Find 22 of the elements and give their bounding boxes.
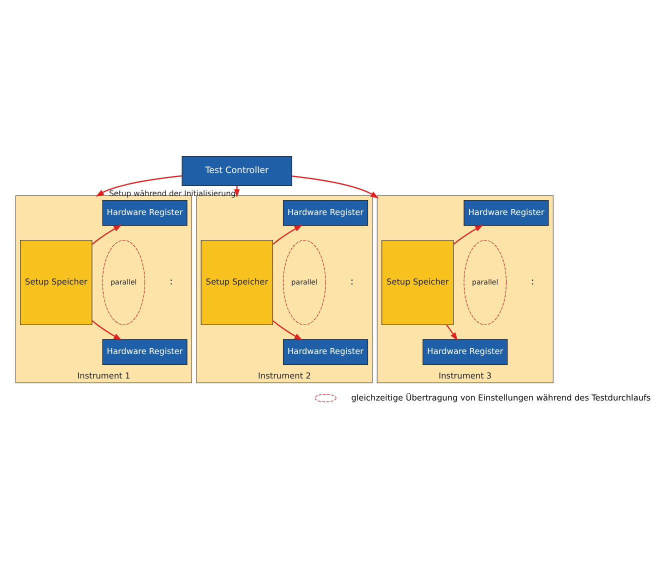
node-box: Hardware Register [282,339,368,365]
node-box: Test Controller [182,156,292,186]
node-box: Setup Speicher [200,240,273,326]
node-box: Setup Speicher [382,240,454,326]
arrow [272,320,303,340]
arrow [92,320,122,340]
label: : [531,276,534,288]
node-box: Hardware Register [422,339,508,365]
arrow [272,224,303,245]
arrow [453,224,484,245]
node-box: Setup Speicher [20,240,92,326]
arrow [96,175,182,197]
legend-label: gleichzeitige Übertragung von Einstellungen während des Testdurchlaufs [351,392,651,402]
label: : [350,276,354,288]
arrow [92,224,122,245]
node-box: Hardware Register [102,200,188,226]
node-box: Hardware Register [464,200,549,226]
arrow [292,176,379,198]
arrow [446,324,458,341]
label: : [170,276,173,288]
node-box: Hardware Register [282,200,368,226]
node-box: Hardware Register [102,339,188,365]
